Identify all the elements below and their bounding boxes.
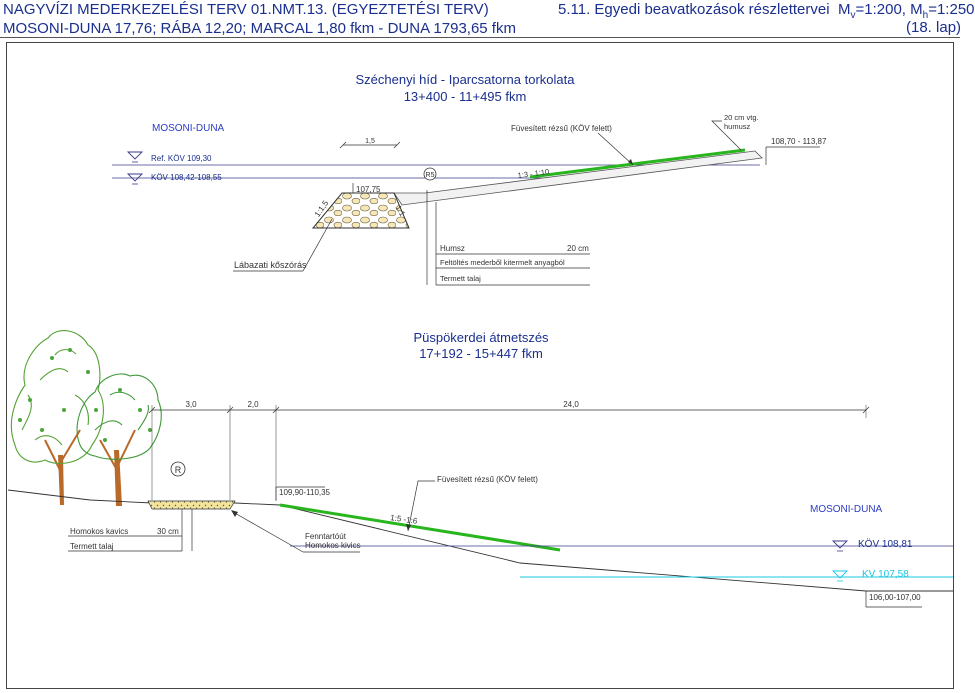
header-project-title: NAGYVÍZI MEDERKEZELÉSI TERV 01.NMT.13. (…: [3, 1, 489, 18]
legend-humus: Humsz: [440, 244, 465, 253]
crest-level-label: 108,70 - 113,87: [771, 137, 827, 146]
toe-rockfill-label: Lábazati kőszórás: [234, 260, 307, 270]
r5-marker-label: R5: [426, 172, 435, 179]
legend-gravel: Homokos kavics: [70, 527, 128, 536]
dim-24-0: 24,0: [563, 400, 579, 409]
grassed-slope-line: [529, 148, 746, 179]
fill-slope-body: [393, 150, 763, 206]
drawing-frame: [6, 42, 954, 689]
bed-level-label: 106,00-107,00: [869, 593, 921, 602]
legend-ground-2: Termett talaj: [70, 542, 114, 551]
section-2-subtitle: 17+192 - 15+447 fkm: [419, 346, 543, 361]
legend-humus-thickness: 20 cm: [567, 244, 589, 253]
header-section-title: 5.11. Egyedi beavatkozások részlettervei: [558, 1, 830, 18]
grass-callout-label: Füvesített rézsű (KÖV felett): [511, 124, 612, 133]
maintenance-road-gravel: [147, 500, 236, 510]
header-sheet-number: (18. lap): [906, 19, 962, 36]
ref-level-label: Ref. KÖV 109,30: [151, 154, 212, 163]
kov-level-triangle-icon-2: [831, 540, 849, 549]
toe-rockfill: [311, 192, 410, 229]
section-2-river-label: MOSONI-DUNA: [810, 504, 883, 515]
legend-gravel-thickness: 30 cm: [157, 527, 179, 536]
humus-note-line1: 20 cm vtg.: [724, 113, 759, 122]
section-1-subtitle: 13+400 - 11+495 fkm: [404, 89, 527, 104]
kv-level-triangle-icon: [831, 570, 849, 579]
header-river-kilometers: MOSONI-DUNA 17,76; RÁBA 12,20; MARCAL 1,…: [3, 20, 516, 37]
section-1-cross-section: Széchenyi híd - Iparcsatorna torkolata 1…: [112, 72, 827, 286]
section-1-layer-legend: Humsz 20 cm Feltöltés mederből kitermelt…: [426, 190, 590, 286]
slope-label-2: 1:5 -1:6: [390, 513, 419, 526]
kov-level-label: KÖV 108,42-108,55: [151, 173, 222, 182]
kov-level-triangle-icon: [126, 173, 144, 182]
dim-3-0: 3,0: [185, 400, 197, 409]
kv-level-label: KV 107,58: [862, 569, 909, 580]
r-marker-label: R: [175, 465, 182, 475]
humus-note-line2: humusz: [724, 122, 751, 131]
dim-2-0: 2,0: [247, 400, 259, 409]
section-2-layer-legend: Homokos kavics 30 cm Termett talaj: [68, 509, 193, 552]
grassed-slope-line-2: [279, 503, 561, 552]
path-label-2: Homokos kivics: [305, 541, 361, 550]
toe-level-label: 107,75: [356, 185, 381, 194]
grass-callout-label-2: Füvesített rézsű (KÖV felett): [437, 475, 538, 484]
section-2-title: Püspökerdei átmetszés: [413, 330, 549, 345]
header-scale: Mv=1:200, Mh=1:250: [838, 1, 975, 21]
ref-level-triangle-icon: [126, 151, 144, 160]
section-2-cross-section: Püspökerdei átmetszés 17+192 - 15+447 fk…: [7, 329, 953, 608]
legend-fill: Feltöltés mederből kitermelt anyagból: [440, 258, 565, 267]
tree-illustration: [10, 329, 162, 506]
r5-marker-circle: [423, 167, 437, 181]
ground-profile-line: [7, 489, 953, 592]
section-1-river-label: MOSONI-DUNA: [152, 123, 225, 134]
r-marker-circle: [170, 461, 186, 477]
slope-main-label: 1:3 - 1:10: [517, 167, 550, 180]
crest-level-label-2: 109,90-110,35: [279, 488, 331, 497]
legend-ground: Termett talaj: [440, 274, 481, 283]
section-1-title: Széchenyi híd - Iparcsatorna torkolata: [356, 72, 576, 87]
path-label-1: Fenntartóút: [305, 532, 347, 541]
berm-width-label: 1,5: [365, 138, 375, 145]
kov-level-label-2: KÖV 108,81: [858, 538, 913, 550]
